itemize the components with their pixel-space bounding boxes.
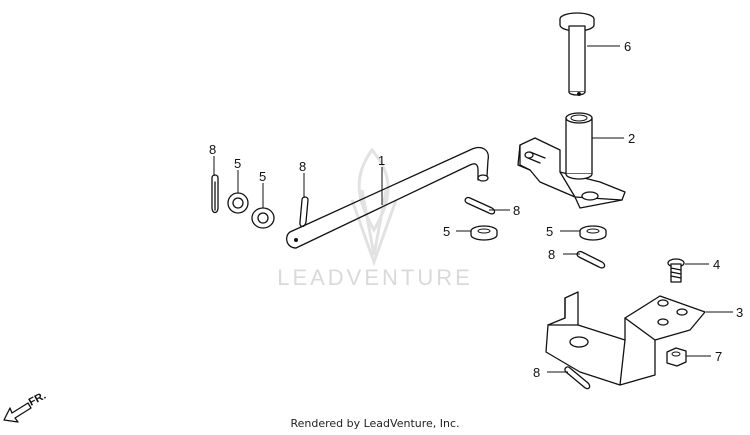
callout-5-middle: 5 (443, 224, 450, 239)
callout-2: 2 (628, 131, 635, 146)
part-5-washer-middle[interactable] (470, 225, 498, 241)
callout-8-middle: 8 (513, 203, 520, 218)
part-2-pivot-bracket[interactable] (517, 112, 626, 209)
part-4-bolt[interactable] (667, 258, 685, 283)
part-8-cotter-pin-right[interactable] (576, 250, 606, 269)
watermark-flame-icon (350, 147, 398, 267)
watermark: LEADVENTURE (277, 147, 473, 290)
direction-label: FR. (27, 390, 48, 409)
part-8-cotter-pin-rod[interactable] (299, 196, 309, 228)
callout-8-left: 8 (209, 142, 216, 157)
footer-credit: Rendered by LeadVenture, Inc. (290, 417, 460, 430)
callout-5-left-b: 5 (259, 169, 266, 184)
callout-8-bottom: 8 (533, 365, 540, 380)
part-8-cotter-pin-bottom[interactable] (564, 366, 591, 390)
front-arrow-icon (3, 402, 32, 423)
watermark-text: LEADVENTURE (277, 265, 473, 290)
callout-8-rod: 8 (299, 159, 306, 174)
part-1-lever-rod[interactable] (285, 146, 489, 249)
callout-5-left-a: 5 (234, 156, 241, 171)
part-5-washer-left-a[interactable] (227, 192, 249, 214)
callouts: 6 2 3 4 7 1 8 5 5 8 8 8 5 5 8 (209, 39, 743, 380)
part-7-nut[interactable] (666, 347, 687, 367)
callout-6: 6 (624, 39, 631, 54)
leader-lines (213, 45, 733, 373)
part-6-pin[interactable] (559, 12, 595, 96)
callout-3: 3 (736, 305, 743, 320)
part-5-washer-right[interactable] (579, 225, 607, 241)
part-8-cotter-pin-left[interactable] (211, 174, 219, 214)
callout-8-right: 8 (548, 247, 555, 262)
callout-7: 7 (715, 349, 722, 364)
part-3-mounting-bracket[interactable] (545, 291, 706, 386)
callout-4: 4 (713, 257, 720, 272)
part-5-washer-left-b[interactable] (251, 207, 275, 229)
callout-1: 1 (378, 153, 385, 168)
callout-5-right: 5 (546, 224, 553, 239)
part-8-cotter-pin-middle[interactable] (464, 196, 496, 215)
